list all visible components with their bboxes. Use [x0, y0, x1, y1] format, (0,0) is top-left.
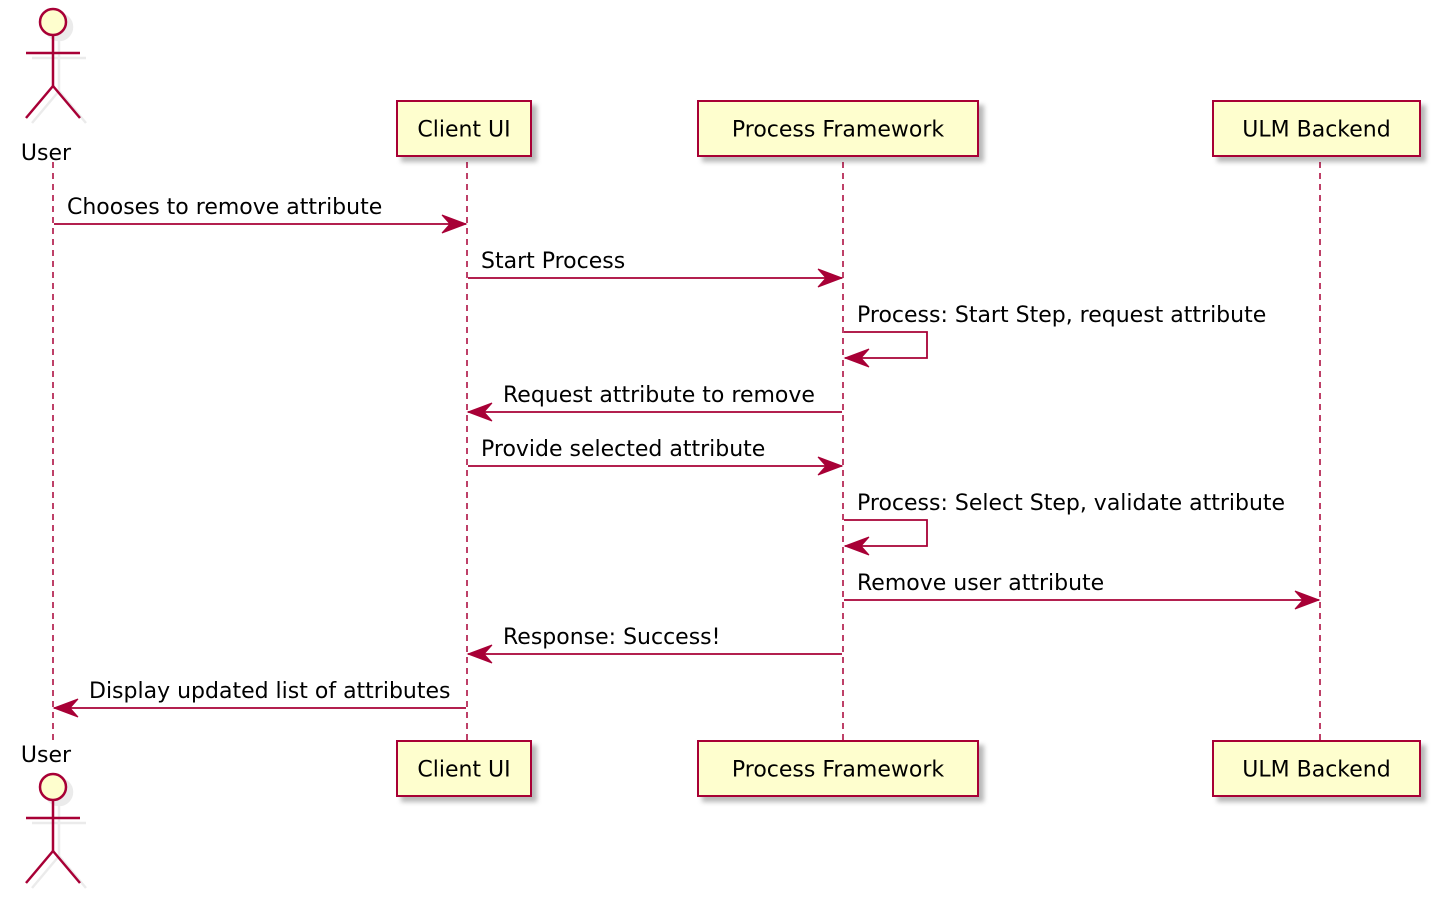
participant-process-bottom-label: Process Framework: [732, 758, 944, 783]
message-3: Process: Start Step, request attribute: [843, 303, 1266, 368]
message-7: Remove user attribute: [844, 571, 1321, 610]
actor-user-top-icon: [25, 7, 87, 124]
actor-user-bottom-icon: [25, 772, 87, 889]
participant-ulm-bottom: ULM Backend: [1212, 740, 1421, 797]
participant-process-top: Process Framework: [697, 100, 979, 157]
message-4: Request attribute to remove: [466, 383, 842, 422]
message-label: Provide selected attribute: [481, 437, 765, 462]
message-label: Display updated list of attributes: [89, 679, 451, 704]
message-label: Remove user attribute: [857, 571, 1104, 596]
actor-user-top-label: User: [21, 141, 72, 166]
message-label: Start Process: [481, 249, 625, 274]
message-8: Response: Success!: [466, 625, 842, 664]
message-label: Request attribute to remove: [503, 383, 815, 408]
message-label: Response: Success!: [503, 625, 720, 650]
message-label: Chooses to remove attribute: [67, 195, 382, 220]
self-message-line: [844, 331, 928, 359]
message-6: Process: Select Step, validate attribute: [843, 491, 1285, 556]
message-9: Display updated list of attributes: [52, 679, 466, 718]
participant-process-bottom: Process Framework: [697, 740, 979, 797]
participant-client-top-label: Client UI: [417, 118, 510, 143]
participant-client-bottom: Client UI: [396, 740, 532, 797]
message-2: Start Process: [468, 249, 844, 288]
participant-process-top-label: Process Framework: [732, 118, 944, 143]
participant-client-top: Client UI: [396, 100, 532, 157]
message-1: Chooses to remove attribute: [54, 195, 468, 234]
message-label: Process: Select Step, validate attribute: [857, 491, 1285, 516]
participant-ulm-bottom-label: ULM Backend: [1242, 758, 1390, 783]
participant-client-bottom-label: Client UI: [417, 758, 510, 783]
actor-user-bottom-label: User: [21, 743, 72, 768]
participant-ulm-top-label: ULM Backend: [1242, 118, 1390, 143]
message-label: Process: Start Step, request attribute: [857, 303, 1266, 328]
message-5: Provide selected attribute: [468, 437, 844, 476]
self-message-line: [844, 519, 928, 547]
participant-ulm-top: ULM Backend: [1212, 100, 1421, 157]
